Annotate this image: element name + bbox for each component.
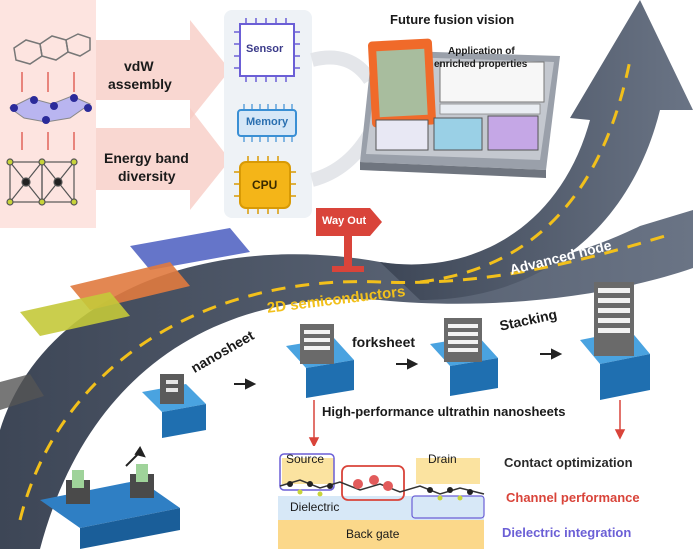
road-dash-main [18, 234, 666, 521]
way-out-sign-icon [316, 208, 382, 272]
layer-stack-arrows-icon [21, 72, 75, 150]
heading-arrows-icon [308, 400, 626, 448]
application-label-line1: Application of [448, 46, 515, 57]
crystal-structure-panel [0, 0, 96, 228]
way-out-sign-text: Way Out [322, 215, 367, 227]
final-stack-transistor-icon [580, 282, 650, 400]
cpu-chip-icon [234, 156, 296, 214]
road-dash-upper [419, 59, 632, 284]
nanosheet-transistor-icon [142, 374, 206, 438]
forksheet-label: forksheet [352, 334, 416, 350]
sensor-label: Sensor [246, 43, 284, 55]
application-label-line2: enriched properties [434, 59, 528, 70]
nanosheets-heading: High-performance ultrathin nanosheets [322, 404, 566, 419]
memory-label: Memory [246, 116, 289, 128]
energy-band-label-line1: Energy band [104, 150, 189, 166]
energy-band-label-line2: diversity [118, 168, 176, 184]
fusion-device-icon [360, 38, 560, 178]
scaling-transistor-icon [40, 464, 180, 549]
drain-label: Drain [428, 452, 457, 466]
vdw-assembly-label-line1: vdW [124, 58, 154, 74]
device-cross-section [274, 446, 488, 549]
legend-dielectric: Dielectric integration [502, 525, 632, 540]
molecule-layer-icon [9, 94, 92, 124]
memory-chip-icon [237, 104, 297, 142]
forksheet-transistor-icon [286, 324, 354, 398]
vdw-assembly-label-line2: assembly [108, 76, 172, 92]
source-label: Source [286, 452, 325, 466]
chip-column [224, 10, 312, 218]
fusion-arrow-icon [310, 50, 376, 85]
all-in-one-road [380, 0, 693, 300]
dielectric-label: Dielectric [290, 500, 340, 514]
main-road [0, 210, 693, 549]
2d-material-sheets-icon [0, 228, 250, 410]
graphene-layer-icon [13, 33, 91, 65]
crystal-cube-icon [6, 158, 78, 206]
sensor-chip-icon [234, 18, 300, 82]
legend-channel: Channel performance [506, 490, 640, 505]
energy-arrow-icon [96, 108, 230, 210]
progression-arrows-icon [125, 348, 563, 467]
stacking-transistor-icon [430, 318, 498, 396]
back-gate-label: Back gate [346, 527, 400, 541]
legend-contact: Contact optimization [504, 455, 633, 470]
vision-title: Future fusion vision [390, 12, 515, 27]
cpu-label: CPU [252, 178, 278, 192]
vdw-arrow-icon [96, 20, 230, 120]
